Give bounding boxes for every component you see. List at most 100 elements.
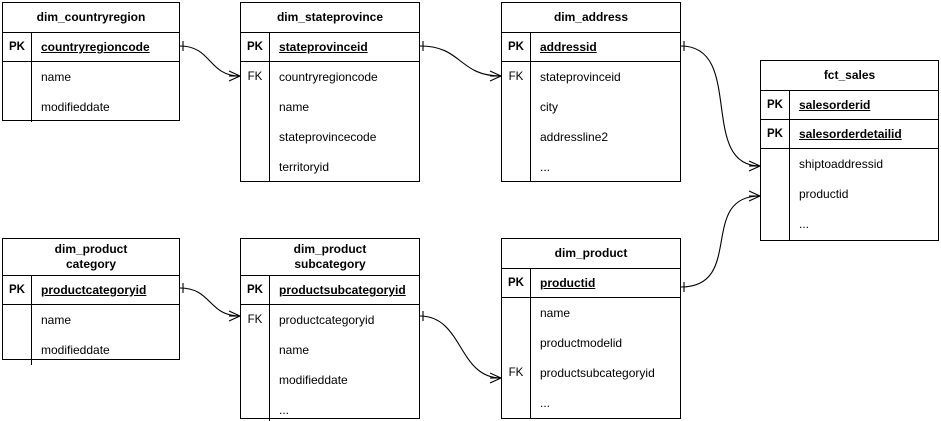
attribute-name: productsubcategoryid [540,366,655,380]
attribute-tag [502,122,530,152]
attribute-tag [241,335,269,365]
attribute-name-column: stateprovinceid city addressline2... [531,62,680,182]
cardinality-many-marker [489,70,502,77]
relationship-productcategory-to-subcategory [179,283,241,322]
key-tag: PK [761,91,790,119]
attribute-tag-column [3,62,32,122]
key-field-name: stateprovinceid [279,40,368,54]
attribute-name: name [279,100,310,114]
key-row[interactable]: PK addressid [502,33,680,62]
attribute-name: countryregioncode [279,70,378,84]
attribute-tag [502,328,530,358]
attribute-name: ... [279,403,290,417]
attribute-tag [761,149,789,179]
cardinality-many-marker [748,195,761,202]
attribute-tag: FK [508,367,524,379]
attribute-name: city [540,100,558,114]
attribute-name: productid [799,187,849,201]
attribute-tag: FK [508,71,524,83]
attribute-section: FK stateprovinceid city addressline2... [502,62,680,182]
attribute-name-column: countryregioncode name stateprovincecode te… [270,62,419,182]
attribute-name: name [41,70,72,84]
relationship-line [680,195,761,288]
relationship-countryregion-to-stateprovince [179,41,241,82]
attribute-tag: FK [247,314,263,326]
attribute-name: name [279,343,310,357]
attribute-name: ... [540,160,551,174]
cardinality-many-marker [489,75,502,82]
entity-title: dim_address [502,3,680,33]
relationship-stateprovince-to-address [419,41,502,82]
attribute-tag [3,62,31,92]
attribute-tag-column [3,305,32,365]
cardinality-many-marker [228,315,241,322]
key-tag: PK [502,269,531,297]
attribute-name: stateprovinceid [540,70,621,84]
attribute-tag [241,395,269,421]
key-tag: PK [502,33,531,61]
relationship-product-to-fctsales [680,190,761,292]
key-field-name: addressid [540,40,597,54]
attribute-tag [241,122,269,152]
attribute-name: productcategoryid [279,313,375,327]
attribute-section: shiptoaddressid productid... [761,149,938,240]
attribute-tag-column: FK [241,62,270,182]
attribute-name: modifieddate [279,373,348,387]
key-field-name: salesorderdetailid [799,127,902,141]
relationship-address-to-fctsales [680,41,761,172]
attribute-tag-column [761,149,790,240]
attribute-tag-column: FK [502,62,531,182]
cardinality-many-marker [748,190,761,197]
attribute-name-column: name modifieddate [32,62,179,122]
relationship-line [179,45,241,77]
entity-title: dim_product category [3,239,179,276]
attribute-name: modifieddate [41,100,110,114]
attribute-section: FK productcategoryid name modifieddate... [241,305,419,421]
cardinality-many-marker [748,165,761,172]
cardinality-many-marker [228,70,241,77]
key-field-name: salesorderid [799,98,871,112]
attribute-name: stateprovincecode [279,130,377,144]
attribute-tag [241,92,269,122]
cardinality-many-marker [489,372,502,379]
key-tag: PK [241,276,270,304]
key-field-name: productcategoryid [41,283,147,297]
attribute-name: name [41,313,72,327]
attribute-section: name modifieddate [3,62,179,122]
entity-title: dim_product [502,239,680,269]
attribute-section: FK countryregioncode name stateprovincecode… [241,62,419,182]
attribute-name: shiptoaddressid [799,157,884,171]
attribute-name: ... [540,396,551,410]
key-field-name: productsubcategoryid [279,283,406,297]
entity-title: dim_product subcategory [241,239,419,276]
attribute-name: ... [799,217,810,231]
attribute-tag [761,179,789,209]
key-row[interactable]: PK salesorderid [761,91,938,120]
attribute-tag [502,388,530,418]
attribute-name: territoryid [279,160,330,174]
entity-title: fct_sales [761,61,938,91]
attribute-tag-column: FK [502,298,531,418]
attribute-tag [502,298,530,328]
relationship-line [179,287,241,317]
attribute-tag [3,335,31,365]
attribute-name: productmodelid [540,336,623,350]
key-row[interactable]: PK productsubcategoryid [241,276,419,305]
key-tag: PK [3,33,32,61]
attribute-tag: FK [247,71,263,83]
attribute-name: addressline2 [540,130,609,144]
